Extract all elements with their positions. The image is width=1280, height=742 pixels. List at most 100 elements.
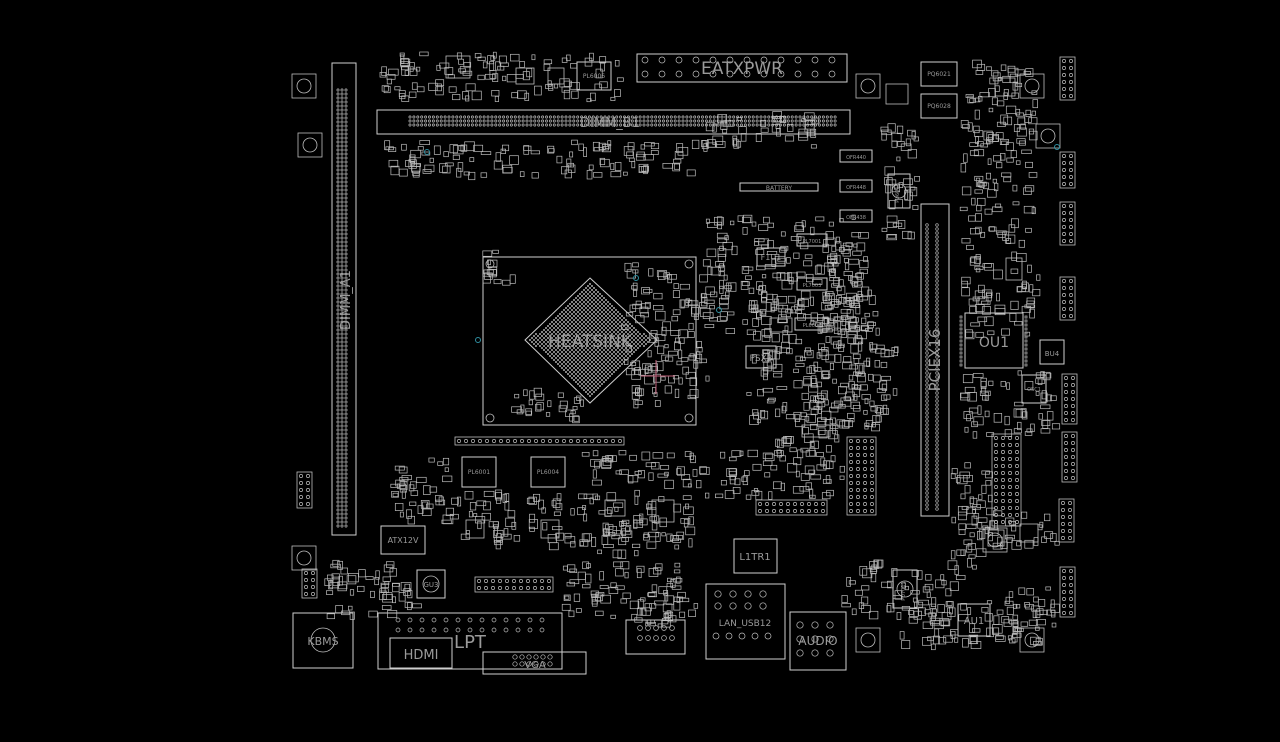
pl6006-inductor[interactable]: PL6006	[576, 61, 612, 91]
pin	[340, 196, 344, 200]
hole	[302, 137, 318, 153]
smd-part	[349, 589, 355, 596]
smd-part	[967, 558, 972, 568]
osc1-crystal[interactable]: OSC1	[1021, 374, 1047, 404]
smd-part	[781, 405, 786, 414]
ball	[584, 366, 588, 370]
smd-part	[891, 140, 898, 148]
atx12v-connector[interactable]: ATX12V	[380, 525, 426, 555]
smd-part	[401, 490, 406, 499]
pu7011-regulator[interactable]: PU7011	[892, 569, 918, 609]
com-connector[interactable]	[625, 619, 686, 655]
smd-part	[1034, 610, 1041, 618]
hdmi-connector[interactable]: HDMI	[389, 637, 453, 669]
ball	[596, 298, 600, 302]
smd-part	[883, 404, 888, 415]
smd-part	[899, 631, 905, 640]
smd-part	[989, 77, 999, 85]
ofr440-part[interactable]: OFR440	[839, 149, 873, 163]
pin	[714, 590, 722, 598]
ball	[598, 324, 602, 328]
smd-part	[752, 409, 759, 416]
ball	[586, 324, 590, 328]
smd-part	[806, 273, 814, 283]
bu4-chip[interactable]: BU4	[1039, 339, 1065, 365]
pq6021-mosfet[interactable]: PQ6021	[920, 61, 958, 87]
dimm-b1-slot[interactable]: DIMM_B1	[376, 109, 851, 135]
smd-part	[653, 292, 663, 300]
ball	[566, 328, 570, 332]
au1-chip[interactable]: AU1	[957, 603, 991, 637]
smd-part	[886, 215, 898, 223]
eatxpwr-connector[interactable]: EATXPWR	[636, 53, 848, 83]
pl7001-inductor[interactable]: PL7001	[796, 233, 828, 247]
audio-connector[interactable]: AUDIO	[789, 611, 847, 671]
pin	[935, 303, 939, 307]
smd-part	[804, 433, 814, 443]
pin	[344, 456, 348, 460]
psx3-part[interactable]: PSX3	[745, 345, 777, 369]
smd-part	[960, 603, 967, 611]
smd-part	[614, 162, 622, 171]
smd-part	[943, 635, 953, 643]
smd-part	[834, 353, 842, 363]
dimm-a1-slot[interactable]: DIMM_A1	[331, 62, 357, 536]
pin	[340, 468, 344, 472]
pin	[344, 460, 348, 464]
pl7003-inductor[interactable]: PL7003	[796, 277, 828, 291]
smd-part	[795, 362, 805, 367]
header-pin	[870, 439, 874, 443]
smd-part	[810, 423, 818, 431]
pin	[340, 496, 344, 500]
smd-part	[1016, 253, 1027, 262]
kbms-connector[interactable]: KBMS	[292, 612, 354, 669]
pq6028-mosfet[interactable]: PQ6028	[920, 93, 958, 119]
ofr448-part[interactable]: OFR448	[839, 179, 873, 193]
pin	[340, 480, 344, 484]
gu3-chip[interactable]: GU3	[416, 569, 446, 599]
ball	[596, 302, 600, 306]
smd-part	[979, 92, 990, 98]
ball	[554, 356, 558, 360]
smd-part	[332, 559, 340, 567]
pin	[336, 488, 340, 492]
pin	[459, 123, 463, 127]
header-frame	[1059, 276, 1076, 321]
smd-part	[981, 306, 991, 315]
ball	[588, 322, 592, 326]
pciex16-slot[interactable]: PCIEX16	[920, 203, 950, 517]
smd-part	[692, 469, 698, 477]
pin	[935, 347, 939, 351]
cpu-heatsink[interactable]: HEATSINK	[482, 256, 697, 426]
pl6004-inductor[interactable]: PL6004	[530, 456, 566, 488]
smd-part	[854, 281, 859, 287]
smd-part	[839, 218, 844, 223]
ou1-chip[interactable]: OU1	[959, 312, 1028, 369]
smd-part	[1040, 392, 1048, 403]
smd-part	[851, 214, 856, 220]
lan-usb12-connector[interactable]: LAN_USB12	[705, 583, 786, 660]
smd-part	[954, 637, 959, 643]
pin	[336, 512, 340, 516]
lpt-connector[interactable]: LPT	[377, 612, 563, 670]
pin	[716, 123, 720, 127]
header-pin	[311, 585, 315, 589]
pin	[344, 192, 348, 196]
ball	[628, 342, 632, 346]
header-pin	[1062, 59, 1066, 63]
header-pin	[1001, 506, 1005, 510]
smd-part	[804, 347, 811, 353]
pin	[336, 332, 340, 336]
vga-connector[interactable]: VGA	[482, 651, 587, 675]
l1tr1-transformer[interactable]: L1TR1	[733, 538, 778, 574]
smd-part	[567, 162, 574, 168]
ofr438-part[interactable]: OFR438	[839, 209, 873, 223]
smd-part	[689, 377, 698, 386]
pl6001-inductor[interactable]: PL6001	[461, 456, 497, 488]
ball	[560, 358, 564, 362]
pin	[794, 70, 802, 78]
smd-part	[664, 344, 669, 349]
battery[interactable]: BATTERY	[739, 182, 819, 192]
ball	[604, 374, 608, 378]
